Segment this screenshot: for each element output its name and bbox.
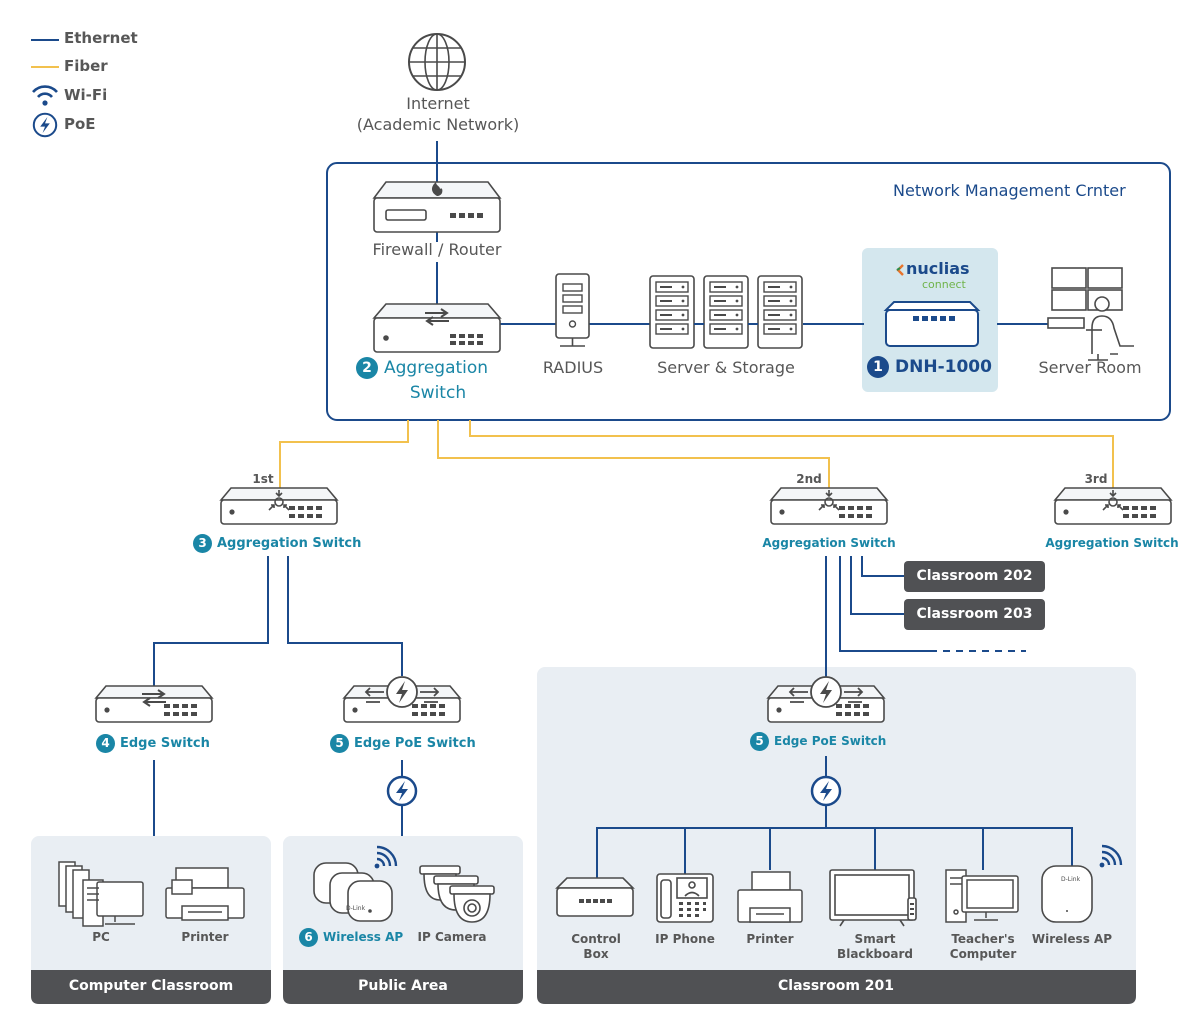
nuclias-logo xyxy=(896,264,904,276)
badge-5: 5 xyxy=(330,734,349,753)
nmc-agg-line2: Switch xyxy=(409,383,467,403)
ip-phone-label: IP Phone xyxy=(655,932,715,946)
dnh-text: DNH-1000 xyxy=(895,357,992,377)
badge-6: 6 xyxy=(299,928,318,947)
agg-1st-text: Aggregation Switch xyxy=(217,536,362,551)
internet-label: Internet xyxy=(406,94,470,113)
control-box-label-1: Control xyxy=(571,932,621,946)
server-room-icon xyxy=(1047,267,1134,361)
wireless-ap-label: 6 Wireless AP xyxy=(299,928,403,947)
server-storage-icon xyxy=(649,275,803,349)
public-area-bar xyxy=(283,970,523,1004)
badge-2: 2 xyxy=(356,357,378,379)
aggregation-switch-3rd-icon xyxy=(1054,487,1172,525)
wireless-ap-icon xyxy=(313,862,393,922)
edge-switch-label: 4 Edge Switch xyxy=(96,734,210,753)
wireless-ap-classroom-icon xyxy=(1041,865,1093,923)
printer-classroom-icon xyxy=(737,871,803,923)
firewall-router-icon xyxy=(372,181,502,233)
pc-label: PC xyxy=(92,930,110,944)
ap-brand-public: D-Link xyxy=(346,905,366,912)
agg-2nd-label: Aggregation Switch xyxy=(762,536,896,550)
tag-2nd: 2nd xyxy=(796,472,822,486)
legend-ethernet-label: Ethernet xyxy=(64,29,138,47)
nmc-title: Network Management Crnter xyxy=(893,181,1126,200)
poe-public-icon xyxy=(386,775,418,807)
control-box-icon xyxy=(555,877,635,917)
internet-sub-label: (Academic Network) xyxy=(356,115,520,134)
internet-globe-icon xyxy=(408,33,466,91)
fiber-links xyxy=(279,420,1114,488)
tag-1st: 1st xyxy=(252,472,274,486)
printer-label: Printer xyxy=(181,930,229,944)
ethernet-links xyxy=(153,141,1073,878)
nuclias-sub: connect xyxy=(922,278,966,291)
pc-icon xyxy=(58,861,144,927)
legend-fiber-label: Fiber xyxy=(64,57,108,75)
aggregation-switch-1st-icon xyxy=(220,487,338,525)
classroom201-title: Classroom 201 xyxy=(777,978,895,994)
legend-wifi-icon xyxy=(31,85,59,107)
nmc-aggregation-switch-icon xyxy=(372,303,502,353)
poe-classroom-icon xyxy=(810,775,842,807)
server-room-label: Server Room xyxy=(1038,358,1142,377)
teachers-computer-label-2: Computer xyxy=(949,947,1017,961)
legend-poe-icon xyxy=(32,112,58,138)
smart-blackboard-icon xyxy=(829,869,917,927)
edge-poe-label: 5 Edge PoE Switch xyxy=(330,734,476,753)
edge-poe-text: Edge PoE Switch xyxy=(354,736,476,751)
agg-1st-label: 3 Aggregation Switch xyxy=(193,534,361,553)
nmc-border xyxy=(326,162,1171,421)
edge-poe-switch-icon xyxy=(343,676,461,723)
aggregation-switch-2nd-icon xyxy=(770,487,888,525)
radius-label: RADIUS xyxy=(542,358,604,377)
smart-blackboard-label-1: Smart xyxy=(854,932,896,946)
badge-1: 1 xyxy=(867,356,889,378)
tag-3rd: 3rd xyxy=(1084,472,1108,486)
firewall-label: Firewall / Router xyxy=(372,240,502,259)
smart-blackboard-label-2: Blackboard xyxy=(837,947,913,961)
edge-poe-switch-classroom-icon xyxy=(767,676,885,723)
wireless-ap-text: Wireless AP xyxy=(323,930,404,944)
nmc-agg-line1: Aggregation xyxy=(384,358,489,378)
agg-3rd-label: Aggregation Switch xyxy=(1045,536,1179,550)
nmc-agg-label: 2 Aggregation xyxy=(356,357,488,379)
nuclias-brand: nuclias xyxy=(906,259,970,278)
legend-wifi-label: Wi-Fi xyxy=(64,86,108,104)
edge-switch-text: Edge Switch xyxy=(120,736,210,751)
public-area-title: Public Area xyxy=(358,978,448,994)
teachers-computer-icon xyxy=(945,869,1019,923)
ap-brand-classroom: D-Link xyxy=(1061,876,1081,883)
classroom-202-tag: Classroom 202 xyxy=(904,561,1045,592)
badge-4: 4 xyxy=(96,734,115,753)
printer-icon xyxy=(165,867,245,921)
teachers-computer-label-1: Teacher's xyxy=(951,932,1015,946)
ip-phone-icon xyxy=(656,873,714,923)
radius-server-icon xyxy=(555,273,590,347)
edge-switch-icon xyxy=(95,685,213,723)
classroom201-bar xyxy=(537,970,1136,1004)
legend-poe-label: PoE xyxy=(64,115,96,133)
badge-5b: 5 xyxy=(750,732,769,751)
control-box-label-2: Box xyxy=(583,947,609,961)
edge-poe-classroom-label: 5 Edge PoE Switch xyxy=(750,732,886,751)
ip-camera-icon xyxy=(419,865,495,923)
computer-classroom-title: Computer Classroom xyxy=(68,978,234,994)
computer-classroom-bar xyxy=(31,970,271,1004)
server-storage-label: Server & Storage xyxy=(657,358,795,377)
edge-poe-classroom-text: Edge PoE Switch xyxy=(774,734,887,748)
dnh-label: 1 DNH-1000 xyxy=(867,356,992,378)
ip-camera-label: IP Camera xyxy=(417,930,487,944)
dnh-1000-icon xyxy=(883,301,981,347)
wireless-ap-classroom-label: Wireless AP xyxy=(1031,932,1113,946)
badge-3: 3 xyxy=(193,534,212,553)
printer-classroom-label: Printer xyxy=(746,932,794,946)
classroom-203-tag: Classroom 203 xyxy=(904,599,1045,630)
